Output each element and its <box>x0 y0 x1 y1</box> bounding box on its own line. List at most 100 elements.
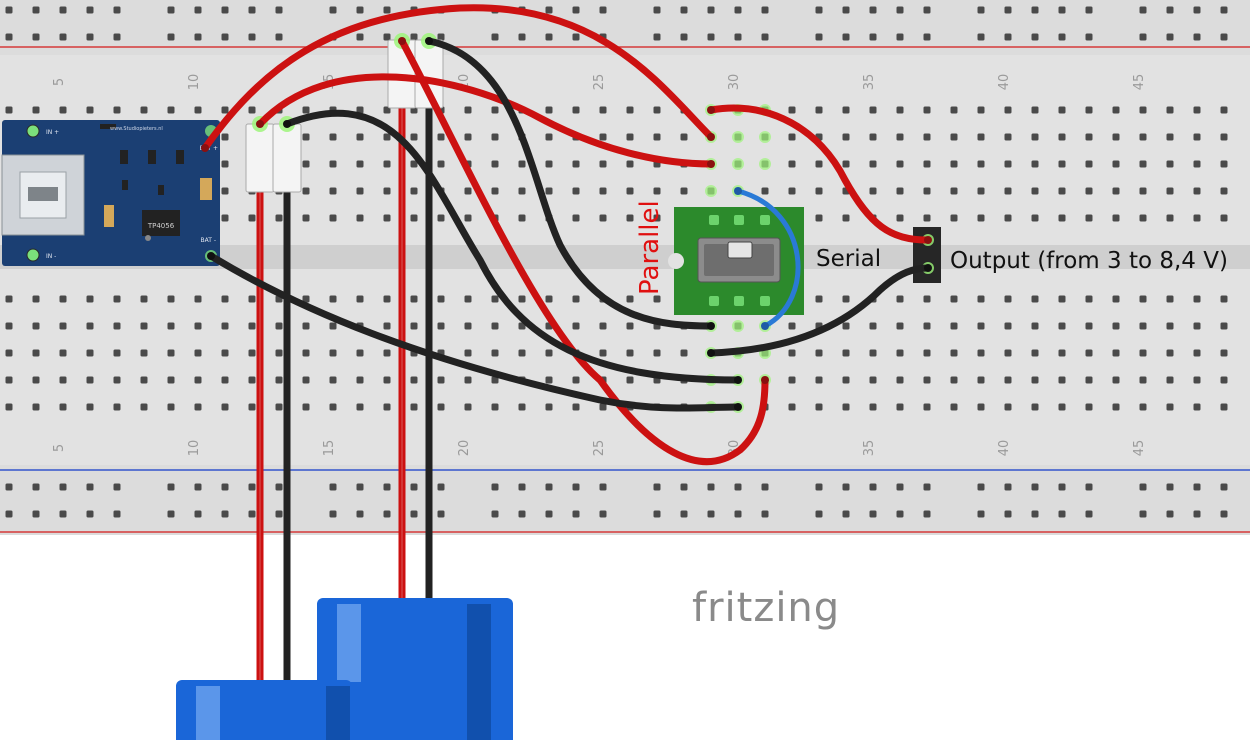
breadboard-hole <box>275 403 283 411</box>
breadboard-hole <box>1139 295 1147 303</box>
breadboard-hole <box>572 106 580 114</box>
breadboard-hole <box>248 295 256 303</box>
breadboard-hole <box>86 376 94 384</box>
breadboard-hole <box>1031 510 1039 518</box>
breadboard-hole <box>1112 403 1120 411</box>
breadboard-hole <box>32 33 40 41</box>
breadboard-hole <box>86 106 94 114</box>
output-label: Output (from 3 to 8,4 V) <box>950 248 1228 274</box>
breadboard-hole <box>1004 376 1012 384</box>
breadboard-hole <box>167 322 175 330</box>
breadboard-hole <box>5 376 13 384</box>
breadboard-hole <box>248 6 256 14</box>
breadboard-hole <box>1031 214 1039 222</box>
breadboard-hole <box>788 133 796 141</box>
breadboard-hole <box>869 106 877 114</box>
breadboard-hole <box>842 510 850 518</box>
breadboard-hole <box>788 349 796 357</box>
breadboard-hole <box>437 214 445 222</box>
breadboard-hole <box>815 214 823 222</box>
breadboard-hole <box>1031 187 1039 195</box>
column-number-top: 30 <box>727 74 742 91</box>
breadboard-hole <box>1220 187 1228 195</box>
breadboard-hole <box>599 133 607 141</box>
breadboard-hole <box>788 106 796 114</box>
breadboard-hole <box>221 349 229 357</box>
breadboard-hole <box>248 33 256 41</box>
breadboard-hole <box>491 295 499 303</box>
breadboard-hole <box>194 376 202 384</box>
breadboard-hole <box>86 483 94 491</box>
breadboard-hole <box>869 187 877 195</box>
pad-in-minus <box>26 248 40 262</box>
breadboard-hole <box>464 322 472 330</box>
breadboard-hole <box>734 33 742 41</box>
breadboard-hole <box>59 403 67 411</box>
breadboard-hole <box>626 322 634 330</box>
breadboard-hole <box>545 510 553 518</box>
breadboard-hole <box>653 510 661 518</box>
column-number-top: 25 <box>592 74 607 91</box>
breadboard-hole <box>761 483 769 491</box>
breadboard-hole <box>896 133 904 141</box>
breadboard-hole <box>248 106 256 114</box>
breadboard-hole <box>410 214 418 222</box>
breadboard-hole <box>1166 510 1174 518</box>
breadboard-hole <box>1112 349 1120 357</box>
breadboard-hole <box>1004 6 1012 14</box>
breadboard-hole <box>1112 295 1120 303</box>
breadboard-hole <box>302 214 310 222</box>
breadboard-hole <box>302 295 310 303</box>
tp4056-charger-module[interactable]: TP4056 www.Studiopieters.nl IN + IN - BA… <box>1 120 220 266</box>
column-number-bottom: 35 <box>862 440 877 457</box>
breadboard-hole <box>194 322 202 330</box>
breadboard-hole <box>680 33 688 41</box>
breadboard-hole <box>275 376 283 384</box>
breadboard-hole <box>1220 295 1228 303</box>
breadboard-hole <box>842 403 850 411</box>
breadboard-hole <box>761 510 769 518</box>
breadboard-hole <box>1220 106 1228 114</box>
breadboard-hole <box>383 322 391 330</box>
breadboard-hole <box>1139 106 1147 114</box>
pin-in-minus-label: IN - <box>46 253 56 260</box>
breadboard-hole <box>1193 376 1201 384</box>
breadboard-hole <box>1031 6 1039 14</box>
breadboard-hole <box>1085 295 1093 303</box>
breadboard-hole <box>923 376 931 384</box>
breadboard-hole <box>5 33 13 41</box>
breadboard-hole <box>815 349 823 357</box>
breadboard-hole <box>221 6 229 14</box>
breadboard-hole <box>329 187 337 195</box>
black-wire-output-minus <box>707 264 932 357</box>
breadboard-hole <box>734 510 742 518</box>
breadboard-hole <box>167 510 175 518</box>
breadboard-hole <box>896 483 904 491</box>
breadboard-hole <box>491 510 499 518</box>
switch-slider[interactable] <box>727 241 753 259</box>
breadboard-hole <box>518 295 526 303</box>
breadboard-hole <box>518 214 526 222</box>
breadboard-hole <box>437 295 445 303</box>
breadboard-hole <box>1220 160 1228 168</box>
breadboard-hole <box>275 322 283 330</box>
wire-end-points <box>201 37 932 411</box>
breadboard-hole <box>599 510 607 518</box>
breadboard-hole <box>329 510 337 518</box>
column-number-bottom: 40 <box>997 440 1012 457</box>
breadboard-hole <box>1004 214 1012 222</box>
breadboard-hole <box>329 6 337 14</box>
breadboard-hole <box>356 295 364 303</box>
breadboard-hole <box>32 6 40 14</box>
breadboard-hole <box>140 349 148 357</box>
breadboard-hole <box>5 322 13 330</box>
breadboard-hole <box>950 322 958 330</box>
breadboard-hole <box>59 33 67 41</box>
breadboard-hole <box>1193 187 1201 195</box>
breadboard-hole <box>248 403 256 411</box>
breadboard-hole <box>113 349 121 357</box>
slide-switch[interactable] <box>668 207 804 315</box>
breadboard-hole <box>950 106 958 114</box>
breadboard-hole <box>626 214 634 222</box>
breadboard-hole <box>32 322 40 330</box>
